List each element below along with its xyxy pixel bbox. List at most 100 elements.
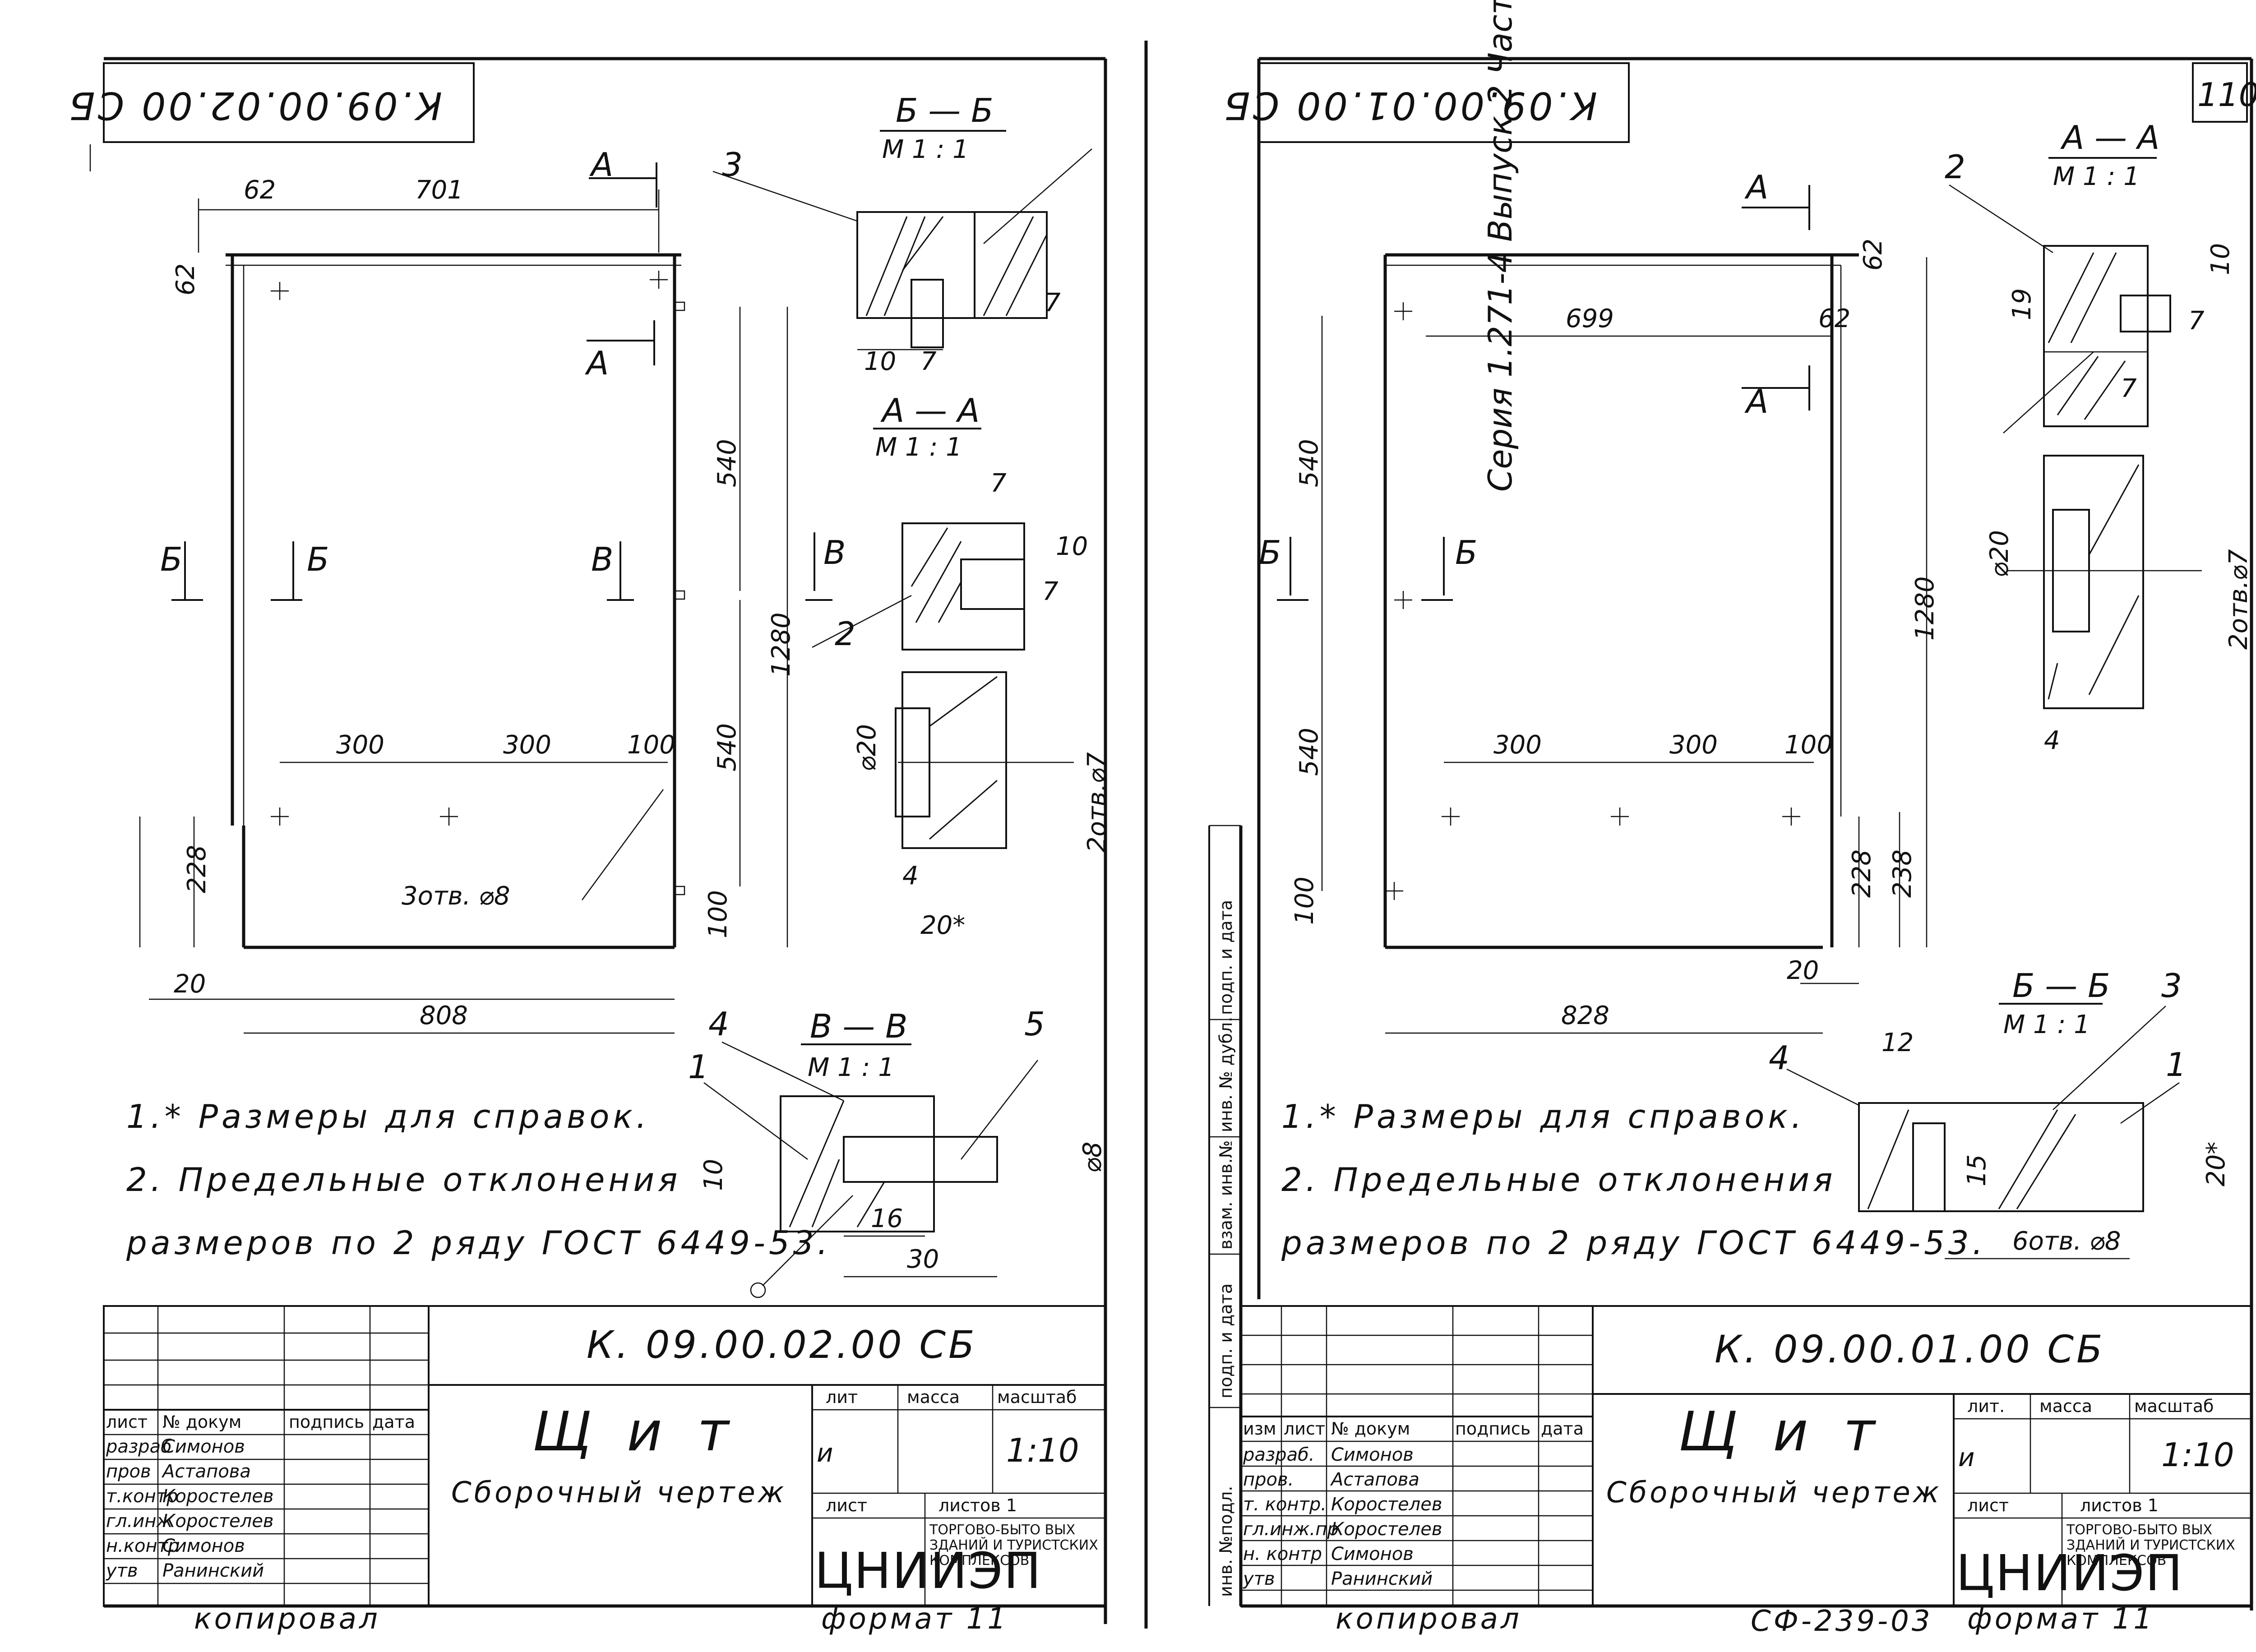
r-tb-sign-2: Коростелев — [1331, 1494, 1442, 1515]
r-note-2: 2. Предельные отклонения — [1281, 1161, 1836, 1199]
tb-sign-5: Ранинский — [162, 1560, 264, 1581]
tb-col-0: лист — [106, 1412, 148, 1432]
r-tb-sign-4: Симонов — [1331, 1544, 1414, 1564]
callout-3: 3 — [722, 146, 743, 184]
dim-540a: 540 — [712, 439, 742, 487]
note-1: 1.* Размеры для справок. — [126, 1098, 650, 1135]
r-tb-sign-0: Симонов — [1331, 1444, 1414, 1465]
r-mark-b-left: Б — [1259, 534, 1281, 572]
callout-1: 1 — [688, 1048, 709, 1086]
r-tb-col-4: дата — [1541, 1419, 1584, 1439]
r-tb-lit-label: лит. — [1967, 1396, 2005, 1416]
tb-role-0: разраб — [106, 1436, 172, 1457]
holes-label: 3отв. ⌀8 — [402, 881, 510, 911]
mark-v-right: В — [823, 534, 846, 572]
r-tb-format: формат 11 — [1967, 1602, 2154, 1636]
hole-phi20: ⌀20 — [852, 724, 882, 771]
dim-300b: 300 — [503, 730, 551, 760]
mark-b-left2: Б — [307, 540, 329, 578]
tb-copied: копировал — [194, 1602, 380, 1636]
tb-role-1: пров — [106, 1461, 151, 1482]
r-dim-100b: 100 — [1290, 877, 1319, 925]
r-hole-phi20: ⌀20 — [1985, 530, 2014, 577]
tb-sheet-label: лист — [826, 1495, 867, 1515]
section-aa-scale: М 1 : 1 — [875, 433, 962, 462]
section-bb-label: Б — Б — [896, 92, 994, 129]
dim-62b: 62 — [171, 263, 200, 295]
section-aa-label: А — А — [880, 392, 980, 429]
r-note-3: размеров по 2 ряду ГОСТ 6449-53. — [1281, 1224, 1986, 1262]
tb-col-1: № докум — [162, 1412, 241, 1432]
r-section-bb-hatch — [1867, 1109, 2076, 1209]
r-section-aa-hatch — [2048, 252, 2126, 420]
note-3: размеров по 2 ряду ГОСТ 6449-53. — [126, 1224, 831, 1262]
hole-2otv: 2отв.⌀7 — [1082, 752, 1112, 853]
dim-62a: 62 — [244, 175, 276, 205]
r-mark-b-right: Б — [1455, 534, 1477, 572]
r-section-aa-scale: М 1 : 1 — [2053, 162, 2140, 191]
r-sec-12: 12 — [1882, 1028, 1914, 1057]
r-tb-org-long: торгово-быто вых зданий и туристских ком… — [2066, 1523, 2235, 1569]
series-vertical: Серия 1.271-4 Выпуск 2 Часть I — [1481, 0, 1519, 492]
tb-sign-1: Астапова — [161, 1461, 251, 1482]
section-bb-scale: М 1 : 1 — [882, 135, 969, 164]
tb-mass-label: масса — [907, 1387, 960, 1407]
r-tb-col-0: изм — [1243, 1419, 1276, 1439]
r-tb-scale-label: масштаб — [2134, 1396, 2214, 1416]
vv-8: ⌀8 — [1078, 1142, 1107, 1173]
dim-228: 228 — [182, 845, 212, 893]
side-label-3: инв. № дубл. — [1216, 1017, 1236, 1132]
dim-20: 20 — [174, 969, 206, 999]
tb-lit-value: и — [817, 1439, 833, 1468]
top-stamp-code: К.09.00.02.00 СБ — [66, 83, 442, 128]
r-hole-2otv: 2отв.⌀7 — [2224, 549, 2253, 650]
r-sec-15: 15 — [1962, 1154, 1992, 1186]
mark-v-left: В — [591, 540, 613, 578]
tb-format: формат 11 — [821, 1602, 1008, 1636]
section-vv-hatch — [789, 1100, 885, 1227]
r-tb-role-3: гл.инж.пр — [1243, 1519, 1339, 1540]
vv-10: 10 — [699, 1159, 728, 1191]
top-stamp-box — [103, 62, 475, 143]
sec-aa-7: 7 — [990, 469, 1007, 498]
r-section-bb-label: Б — Б — [2012, 967, 2110, 1005]
r-tb-sign-3: Коростелев — [1331, 1519, 1442, 1540]
callout-4: 4 — [708, 1005, 729, 1043]
tb-col-3: дата — [372, 1412, 415, 1432]
section-aa-hatch — [911, 527, 962, 623]
r-hole-4: 4 — [2044, 726, 2060, 755]
vv-16: 16 — [871, 1204, 903, 1233]
r-tb-role-1: пров. — [1243, 1469, 1294, 1490]
dim-100a: 100 — [627, 730, 675, 760]
r-dim-100a: 100 — [1784, 730, 1833, 760]
r-tb-subtitle: Сборочный чертеж — [1606, 1476, 1942, 1509]
r-dim-20: 20 — [1787, 956, 1819, 985]
dim-701: 701 — [415, 175, 463, 205]
r-callout-2: 2 — [1945, 148, 1965, 186]
r-dim-828: 828 — [1561, 1001, 1609, 1030]
r-tb-mass-label: масса — [2039, 1396, 2092, 1416]
r-dim-238: 238 — [1888, 849, 1917, 898]
mark-a-bottom: А — [585, 344, 609, 382]
page-number-box — [2192, 62, 2248, 123]
r-tb-copied: копировал — [1336, 1602, 1522, 1636]
dim-540b: 540 — [712, 723, 742, 771]
sec-aa-7b: 7 — [1042, 577, 1059, 606]
r-sec-7b: 7 — [2121, 374, 2137, 403]
tb-role-3: гл.инж — [106, 1511, 172, 1532]
r-dim-228: 228 — [1847, 849, 1877, 898]
r-dim-699: 699 — [1566, 304, 1614, 333]
tb-col-2: подпись — [289, 1412, 364, 1432]
section-vv-label: В — В — [810, 1007, 908, 1045]
r-callout-4: 4 — [1769, 1039, 1789, 1077]
tb-role-5: утв — [106, 1560, 138, 1581]
sec-bb-7b: 7 — [1045, 288, 1061, 318]
r-section-bb-scale: М 1 : 1 — [2003, 1010, 2090, 1039]
r-tb-role-4: н. контр — [1243, 1544, 1322, 1564]
callout-5: 5 — [1024, 1005, 1045, 1043]
tb-role-2: т.контр — [106, 1486, 178, 1507]
r-section-aa-label: А — А — [2060, 119, 2159, 157]
sec-aa-10: 10 — [1056, 532, 1088, 561]
section-bb-hatch — [865, 216, 1048, 316]
